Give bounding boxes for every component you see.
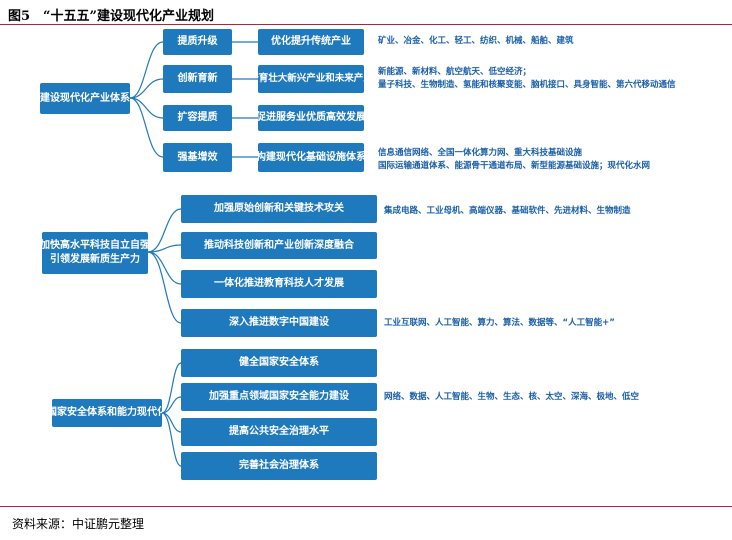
connector [147,251,182,324]
section-label-line: 引领发展新质生产力 [50,254,140,265]
detail-text: 工业互联网、人工智能、算力、算法、数据等、“人工智能+” [384,318,615,328]
initiative-box: 一体化推进教育科技人才发展 [181,270,377,298]
category-box: 强基增效 [163,143,232,172]
initiative-box: 推动科技创新和产业创新深度融合 [181,232,377,259]
connector [129,97,164,158]
connector [161,362,182,414]
connector [161,412,182,433]
category-box: 创新育新 [163,65,232,93]
connector [129,78,164,99]
bottom-divider [0,506,732,507]
figure-title: 图5 “十五五”建设现代化产业规划 [8,9,215,24]
initiative-box: 健全国家安全体系 [181,349,377,377]
detail-text: 新能源、新材料、航空航天、低空经济； [378,67,532,77]
category-box: 扩容提质 [163,105,232,131]
action-box: 构建现代化基础设施体系 [258,143,364,172]
connector [129,41,164,99]
connector [161,412,182,467]
section-label-national-security: 国家安全体系和能力现代化 [52,399,162,427]
detail-text: 国际运输通道体系、能源骨干通道布局、新型能源基础设施；现代化水网 [378,161,651,171]
detail-text: 量子科技、生物制造、氢能和核聚变能、脑机接口、具身智能、第六代移动通信 [378,80,676,90]
initiative-box: 加强重点领域国家安全能力建设 [181,383,377,411]
section-label-sci-tech: 加快高水平科技自立自强 引领发展新质生产力 [42,232,148,274]
connector [147,244,182,253]
section-label-modern-industry: 建设现代化产业体系 [40,83,130,114]
action-box: 培育壮大新兴产业和未来产业 [258,65,364,93]
connector [147,251,182,285]
initiative-box: 深入推进数字中国建设 [181,309,377,337]
source-note: 资料来源：中证鹏元整理 [12,517,145,531]
connector [161,396,182,414]
initiative-box: 加强原始创新和关键技术攻关 [181,195,377,223]
connector [147,208,182,253]
action-box: 优化提升传统产业 [258,29,364,55]
top-divider [0,24,732,25]
detail-text: 矿业、冶金、化工、轻工、纺织、机械、船舶、建筑 [378,36,574,46]
section-label-line: 加快高水平科技自立自强 [42,240,148,251]
detail-text: 信息通信网络、全国一体化算力网、重大科技基础设施 [378,148,583,158]
detail-text: 网络、数据、人工智能、生物、生态、核、太空、深海、极地、低空 [384,392,640,402]
initiative-box: 提高公共安全治理水平 [181,418,377,446]
action-box: 促进服务业优质高效发展 [258,105,364,131]
detail-text: 集成电路、工业母机、高端仪器、基础软件、先进材料、生物制造 [384,206,631,216]
category-box: 提质升级 [163,29,232,55]
initiative-box: 完善社会治理体系 [181,452,377,480]
